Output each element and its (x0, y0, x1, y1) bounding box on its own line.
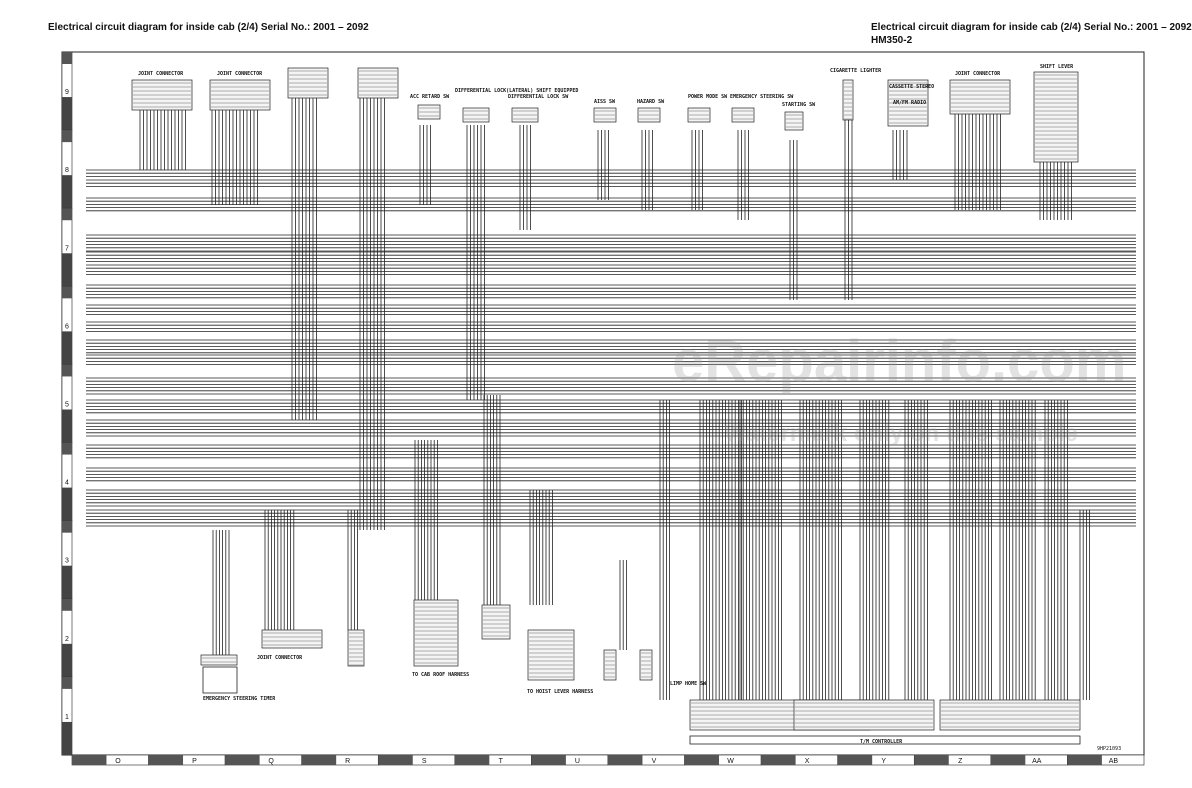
column-zone-hatch (378, 755, 413, 765)
cassette-stereo-label: CASSETTE STEREO (889, 84, 934, 90)
row-zone-hatch (62, 565, 72, 599)
column-zone-hatch (761, 755, 796, 765)
connector-block (527, 629, 575, 681)
connector-block (261, 629, 323, 649)
column-zone-label: X (805, 758, 810, 765)
column-zone-hatch (301, 755, 337, 765)
wire-harness (86, 90, 1136, 700)
row-zone-label: 5 (65, 402, 69, 409)
column-zone-label: O (115, 758, 121, 765)
row-zone-label: 3 (65, 558, 69, 565)
watermark-sub: Watermark only on this sample (724, 420, 1078, 447)
column-zone-hatch (148, 755, 184, 765)
connector-block (413, 599, 459, 667)
differential-lock-lateral-label: DIFFERENTIAL LOCK(LATERAL) SHIFT EQUIPPE… (455, 88, 578, 94)
row-zone-label: 4 (65, 480, 69, 487)
tm-controller-label: T/M CONTROLLER (860, 739, 903, 745)
column-zone-label: Y (881, 758, 886, 765)
column-zone-hatch (837, 755, 873, 765)
row-zone-strip: 9 8 7 6 5 4 3 2 1 (61, 51, 73, 756)
connector-block (347, 629, 365, 667)
connector-block (784, 111, 804, 131)
column-zone-hatch (454, 755, 490, 765)
aiss-sw-label: AISS SW (594, 99, 616, 105)
tm-controller-body (689, 735, 1081, 745)
joint-connector-1-label: JOINT CONNECTOR (138, 71, 184, 77)
row-zone-hatch (62, 598, 72, 611)
differential-lock-sw-label: DIFFERENTIAL LOCK SW (508, 94, 569, 100)
column-zone-strip: O P Q R S T U V W X Y Z AA AB (71, 754, 1145, 766)
to-cab-roof-harness-label: TO CAB ROOF HARNESS (412, 672, 469, 678)
row-zone-hatch (62, 721, 72, 755)
connector-block (842, 79, 854, 121)
column-zone-label: T (499, 758, 504, 765)
row-zone-label: 1 (65, 714, 69, 721)
connector-block (200, 654, 238, 666)
page-title: Electrical circuit diagram for inside ca… (48, 22, 369, 33)
joint-connector-3-label: JOINT CONNECTOR (955, 71, 1001, 77)
row-zone-hatch (62, 676, 72, 689)
column-zone-hatch (225, 755, 260, 765)
row-zone-hatch (62, 130, 72, 143)
column-zone-label: R (345, 758, 350, 765)
am-fm-radio-label: AM/FM RADIO (893, 100, 926, 106)
joint-connector-4-label: JOINT CONNECTOR (257, 655, 303, 661)
row-zone-hatch (62, 208, 72, 221)
watermark: eRepairinfo.com (672, 329, 1127, 394)
joint-connector-2-label: JOINT CONNECTOR (217, 71, 263, 77)
row-zone-hatch (62, 97, 72, 131)
column-zone-label: Q (268, 758, 274, 765)
drawing-code: 9HP21093 (1097, 746, 1122, 752)
column-zone-label: AA (1032, 758, 1042, 765)
column-zone-label: Z (958, 758, 963, 765)
column-zone-label: V (652, 758, 657, 765)
column-zone-hatch (531, 755, 566, 765)
hazard-sw-label: HAZARD SW (637, 99, 665, 105)
row-zone-label: 8 (65, 167, 69, 174)
column-zone-label: W (727, 758, 734, 765)
row-zone-label: 6 (65, 323, 69, 330)
limp-home-sw-label: LIMP HOME SW (670, 681, 707, 687)
row-zone-hatch (62, 409, 72, 443)
column-zone-hatch (72, 755, 107, 765)
to-hoist-lever-harness-label: TO HOIST LEVER HARNESS (527, 689, 593, 695)
timer-box (202, 666, 238, 694)
column-zone-hatch (684, 755, 720, 765)
column-zone-label: U (575, 758, 580, 765)
connector-block (1033, 71, 1079, 163)
emergency-steering-timer-label: EMERGENCY STEERING TIMER (203, 696, 276, 702)
emergency-steering-sw-label: EMERGENCY STEERING SW (730, 94, 794, 100)
column-zone-label: S (422, 758, 427, 765)
row-zone-hatch (62, 52, 72, 64)
column-zone-label: P (192, 758, 197, 765)
column-zone-hatch (608, 755, 643, 765)
row-zone-label: 7 (65, 245, 69, 252)
model-number: HM350-2 (871, 35, 913, 46)
row-zone-hatch (62, 286, 72, 299)
row-zone-hatch (62, 253, 72, 287)
connector-blocks (131, 67, 1081, 745)
connector-block (481, 604, 511, 640)
cigarette-lighter-label: CIGARETTE LIGHTER (830, 68, 882, 74)
column-zone-label: AB (1109, 758, 1119, 765)
row-zone-hatch (62, 520, 72, 533)
power-mode-sw-label: POWER MODE SW (688, 94, 728, 100)
row-zone-label: 2 (65, 636, 69, 643)
row-zone-hatch (62, 364, 72, 377)
row-zone-hatch (62, 643, 72, 677)
row-zone-label: 9 (65, 89, 69, 96)
column-zone-hatch (1067, 755, 1102, 765)
row-zone-hatch (62, 487, 72, 521)
shift-lever-label: SHIFT LEVER (1040, 64, 1074, 70)
acc-retard-sw-label: ACC RETARD SW (410, 94, 450, 100)
row-zone-hatch (62, 331, 72, 365)
connector-block (949, 79, 1011, 115)
page-title-right: Electrical circuit diagram for inside ca… (871, 22, 1192, 33)
column-zone-hatch (990, 755, 1026, 765)
column-zone-hatch (914, 755, 949, 765)
row-zone-hatch (62, 175, 72, 209)
row-zone-hatch (62, 442, 72, 455)
starting-sw-label: STARTING SW (782, 102, 816, 108)
